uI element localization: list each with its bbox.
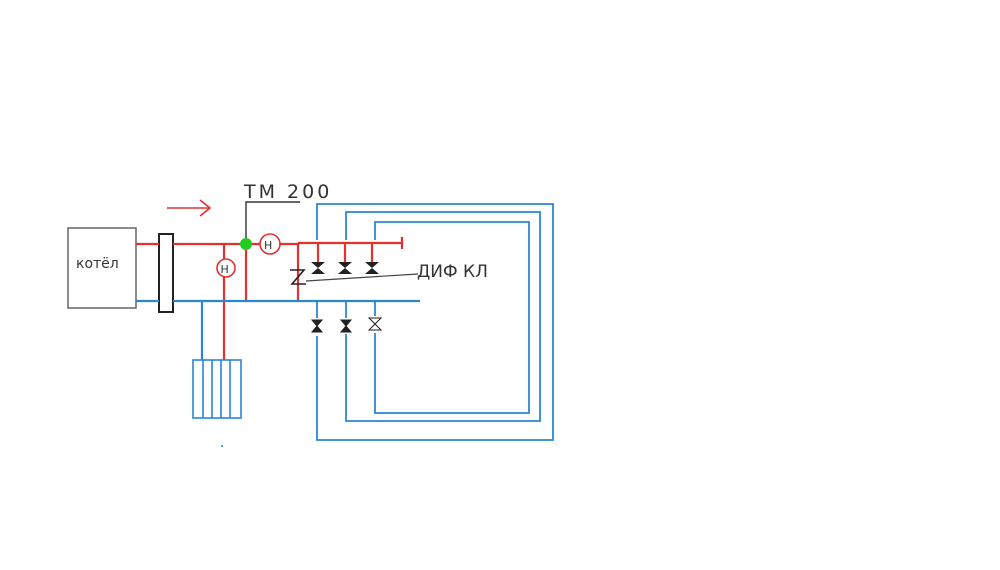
boiler-label: котёл <box>76 256 119 272</box>
pump-label: Н <box>264 239 272 252</box>
valve-icon <box>311 262 379 274</box>
boiler: котёл <box>67 227 137 309</box>
valve-icon <box>310 317 383 333</box>
pump-icon: Н <box>216 258 236 278</box>
sensor-node-icon <box>240 238 252 250</box>
flow-arrow-icon <box>167 199 212 217</box>
supply-line <box>136 237 404 360</box>
stray-dot <box>221 445 223 447</box>
hydraulic-separator <box>158 233 174 313</box>
pump-icon: Н <box>259 233 281 255</box>
diff-valve-pointer <box>305 273 419 282</box>
floor-heating-loops <box>316 203 554 441</box>
diff-valve <box>290 269 306 285</box>
controller-wire <box>245 201 300 244</box>
diff-valve-label: ДИФ КЛ <box>417 262 488 282</box>
return-line <box>136 299 420 360</box>
controller-label: ТМ 200 <box>243 181 332 203</box>
pump-label: Н <box>221 263 229 276</box>
return-branches <box>316 301 376 318</box>
radiator-icon <box>192 359 242 419</box>
